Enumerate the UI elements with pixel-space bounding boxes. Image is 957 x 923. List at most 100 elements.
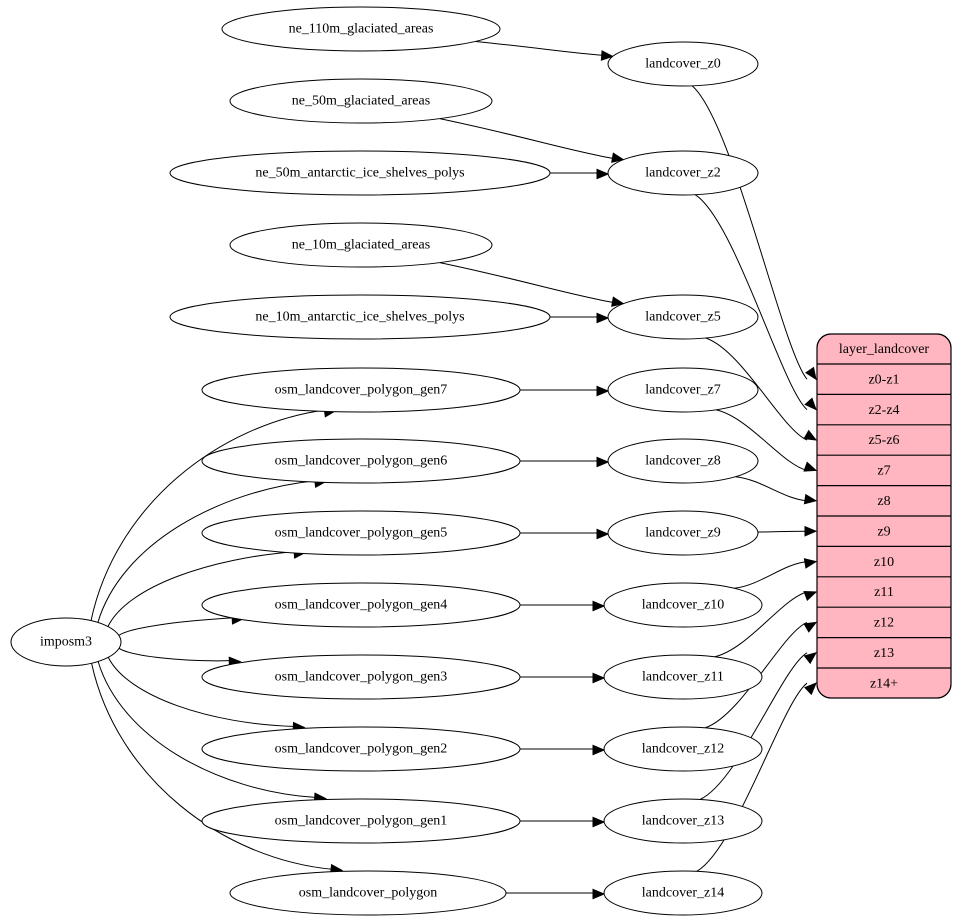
table-row-label: z7 [877,464,890,479]
node-ne_10m_antarctic_ice_shelves_polys[interactable]: ne_10m_antarctic_ice_shelves_polys [169,294,551,340]
node-shape [603,582,763,628]
table-row[interactable]: z11 [817,577,951,607]
node-ne_50m_antarctic_ice_shelves_polys[interactable]: ne_50m_antarctic_ice_shelves_polys [169,150,551,196]
edge-path [734,561,808,589]
edge-path [97,661,317,799]
edge-path [715,409,808,471]
node-osm_landcover_polygon_gen6[interactable]: osm_landcover_polygon_gen6 [201,438,521,484]
edge-path [118,647,232,662]
node-imposm3[interactable]: imposm3 [10,617,122,667]
table-row[interactable]: z13 [817,638,951,668]
node-landcover_z2[interactable]: landcover_z2 [607,150,759,196]
edge-path [694,194,808,410]
edge-ne_50m_glaciated_areas-to-landcover_z2 [439,118,625,163]
edge-ne_110m_glaciated_areas-to-landcover_z0 [475,40,614,61]
table-row-label: z14+ [870,676,898,691]
node-osm_landcover_polygon_gen7[interactable]: osm_landcover_polygon_gen7 [201,367,521,413]
arrowhead [803,591,818,602]
edge-ne_50m_antarctic_ice_shelves_polys-to-landcover_z2 [550,168,610,180]
edge-path [705,337,808,441]
arrowhead [596,456,610,468]
edge-osm_landcover_polygon_gen7-to-landcover_z7 [520,385,610,397]
node-osm_landcover_polygon_gen4[interactable]: osm_landcover_polygon_gen4 [201,582,521,628]
node-landcover_z8[interactable]: landcover_z8 [607,438,759,484]
edge-landcover_z9-to-layer_landcover-z9 [757,525,818,537]
node-shape [607,438,759,484]
edge-landcover_z11-to-layer_landcover-z11 [714,591,818,658]
node-ne_110m_glaciated_areas[interactable]: ne_110m_glaciated_areas [221,6,501,52]
node-shape [201,367,521,413]
table-row-label: z8 [877,494,890,509]
node-shape [603,870,763,916]
node-landcover_z0[interactable]: landcover_z0 [607,41,759,87]
edge-path [735,476,808,502]
table-row[interactable]: z5-z6 [817,425,951,455]
edge-imposm3-to-osm_landcover_polygon_gen4 [118,614,245,636]
table-row[interactable]: z9 [817,516,951,546]
edge-landcover_z8-to-layer_landcover-z8 [735,476,818,505]
node-osm_landcover_polygon_gen1[interactable]: osm_landcover_polygon_gen1 [201,798,521,844]
arrowhead [803,652,818,665]
node-landcover_z10[interactable]: landcover_z10 [603,582,763,628]
node-shape [603,798,763,844]
edge-path [90,409,327,621]
table-row-label: z9 [877,524,890,539]
node-landcover_z5[interactable]: landcover_z5 [607,294,759,340]
node-osm_landcover_polygon_gen3[interactable]: osm_landcover_polygon_gen3 [201,654,521,700]
edge-imposm3-to-osm_landcover_polygon_gen3 [118,647,242,668]
node-shape [229,870,507,916]
node-shape [229,78,493,124]
table-row-label: z2-z4 [868,403,899,418]
edge-path [475,40,604,56]
node-shape [607,294,759,340]
node-osm_landcover_polygon_gen2[interactable]: osm_landcover_polygon_gen2 [201,726,521,772]
arrowhead [592,672,606,684]
arrowhead [804,682,817,696]
arrowhead [803,493,818,505]
edge-path [696,682,808,872]
table-row[interactable]: z14+ [817,668,951,698]
node-shape [201,582,521,628]
node-shape [607,367,759,413]
arrowhead [803,461,818,472]
arrowhead [804,525,818,537]
edge-ne_10m_antarctic_ice_shelves_polys-to-landcover_z5 [550,312,610,324]
edge-path [107,551,297,627]
node-ne_50m_glaciated_areas[interactable]: ne_50m_glaciated_areas [229,78,493,124]
edge-path [97,479,318,623]
node-landcover_z11[interactable]: landcover_z11 [603,654,763,700]
table-row[interactable]: z7 [817,455,951,485]
arrowhead [596,528,610,540]
table-row[interactable]: z0-z1 [817,364,951,394]
node-landcover_z12[interactable]: landcover_z12 [603,726,763,772]
node-landcover_z13[interactable]: landcover_z13 [603,798,763,844]
node-shape [201,726,521,772]
node-landcover_z14[interactable]: landcover_z14 [603,870,763,916]
arrowhead [592,816,606,828]
node-osm_landcover_polygon_gen5[interactable]: osm_landcover_polygon_gen5 [201,510,521,556]
table-row[interactable]: z8 [817,486,951,516]
edge-path [691,85,808,380]
node-landcover_z7[interactable]: landcover_z7 [607,367,759,413]
edge-landcover_z14-to-layer_landcover-z14- [696,682,817,872]
arrowhead [804,397,817,411]
table-row[interactable]: z12 [817,607,951,637]
node-shape [201,798,521,844]
table-row[interactable]: z10 [817,546,951,576]
arrowhead [596,168,610,180]
table-row-label: z12 [874,616,894,631]
node-shape [607,41,759,87]
node-ne_10m_glaciated_areas[interactable]: ne_10m_glaciated_areas [229,222,493,268]
node-shape [169,150,551,196]
table-header-label: layer_landcover [839,342,930,357]
edge-landcover_z10-to-layer_landcover-z10 [734,558,818,589]
node-shape [603,726,763,772]
node-landcover_z9[interactable]: landcover_z9 [607,510,759,556]
edge-path [757,530,808,533]
node-shape [201,510,521,556]
table-row[interactable]: z2-z4 [817,394,951,424]
edge-path [714,591,808,658]
layer-landcover-table[interactable]: layer_landcoverz0-z1z2-z4z5-z6z7z8z9z10z… [816,333,952,699]
node-osm_landcover_polygon[interactable]: osm_landcover_polygon [229,870,507,916]
